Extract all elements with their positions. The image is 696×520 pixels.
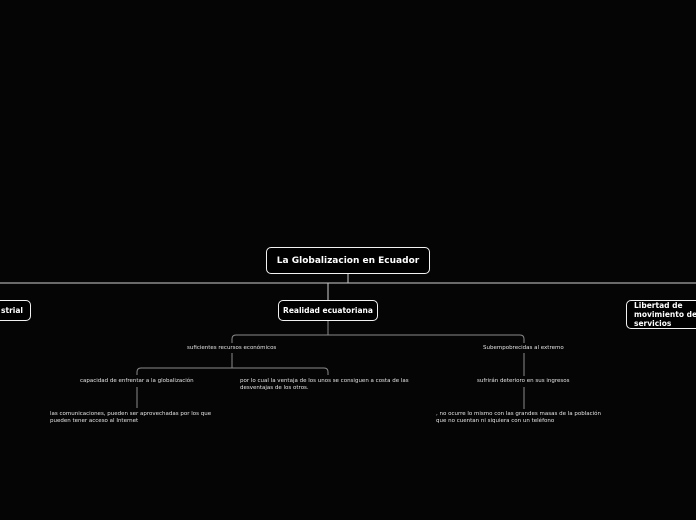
branch-node-realidad[interactable]: Realidad ecuatoriana [278,300,378,321]
topic-capacity[interactable]: capacidad de enfrentar a la globalizació… [80,378,194,384]
topic-advantage[interactable]: por lo cual la ventaja de los unos se co… [240,378,409,391]
topic-economic[interactable]: suficientes recursos económicos [187,345,277,351]
subtopic-bar [231,334,525,343]
topic-masses[interactable]: , no ocurre lo mismo con las grandes mas… [436,411,601,424]
branch-node-left[interactable]: strial [0,300,31,321]
economic-children-bar [136,367,329,375]
topic-deterioration[interactable]: sufrirán deterioro en sus ingresos [477,378,570,384]
topic-communications[interactable]: las comunicaciones, pueden ser aprovecha… [50,411,212,424]
branch-node-libertad[interactable]: Libertad de movimiento de servicios [626,300,696,329]
topic-poverty[interactable]: Subempobrecidas al extremo [483,345,564,351]
root-node[interactable]: La Globalizacion en Ecuador [266,247,430,274]
